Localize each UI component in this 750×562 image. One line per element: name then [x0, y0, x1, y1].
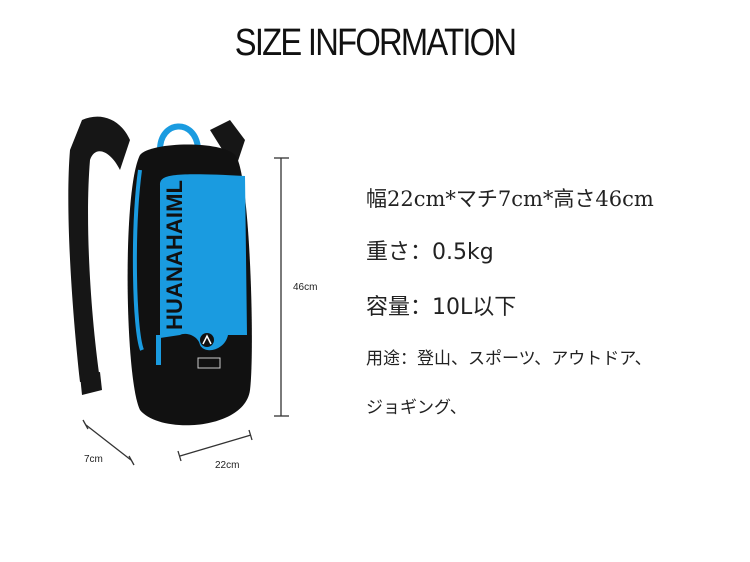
- spec-weight: 重さ：0.5kg: [366, 240, 494, 265]
- height-label: 46cm: [293, 282, 318, 293]
- spec-usage-line2: ジョギング、: [366, 398, 467, 418]
- page-title: SIZE INFORMATION: [234, 22, 517, 64]
- backpack-image: HUANAHAIML: [68, 116, 252, 426]
- width-label: 22cm: [215, 460, 240, 471]
- spec-capacity: 容量：10L以下: [366, 295, 517, 320]
- spec-size: 幅22cm*マチ7cm*高さ46cm: [366, 187, 654, 211]
- spec-usage-line1: 用途：登山、スポーツ、アウトドア、: [366, 349, 652, 369]
- depth-label: 7cm: [84, 454, 103, 465]
- brand-print: HUANAHAIML: [162, 180, 187, 330]
